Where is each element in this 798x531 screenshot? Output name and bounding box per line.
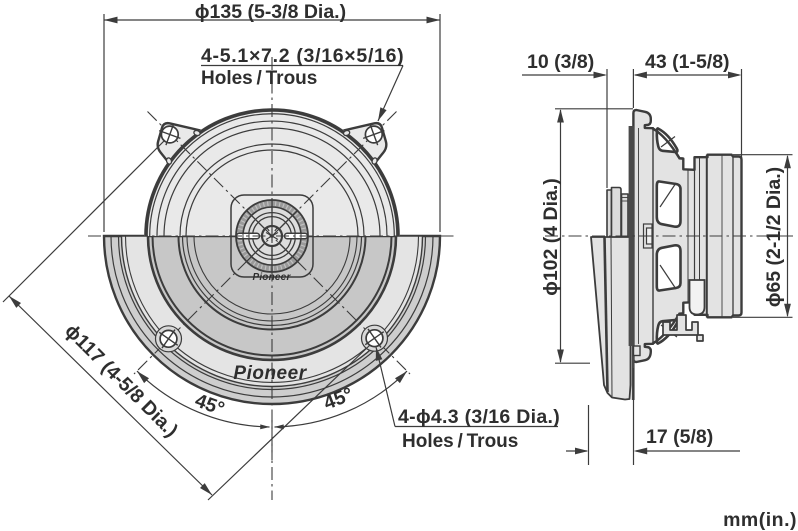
svg-text:ϕ65 (2-1/2 Dia.): ϕ65 (2-1/2 Dia.): [763, 167, 785, 307]
svg-text:Pioneer: Pioneer: [233, 363, 307, 384]
svg-text:17 (5/8): 17 (5/8): [646, 426, 713, 448]
svg-text:Holes / Trous: Holes / Trous: [402, 431, 518, 452]
svg-text:ϕ102 (4 Dia.): ϕ102 (4 Dia.): [540, 178, 562, 296]
svg-text:mm(in.): mm(in.): [723, 509, 797, 531]
svg-text:10 (3/8): 10 (3/8): [527, 51, 594, 73]
svg-text:4-ϕ4.3 (3/16 Dia.): 4-ϕ4.3 (3/16 Dia.): [398, 406, 560, 428]
svg-text:ϕ135 (5-3/8 Dia.): ϕ135 (5-3/8 Dia.): [195, 1, 346, 23]
svg-text:Holes / Trous: Holes / Trous: [201, 68, 317, 89]
svg-text:43 (1-5/8): 43 (1-5/8): [645, 51, 730, 73]
svg-text:4-5.1×7.2 (3/16×5/16): 4-5.1×7.2 (3/16×5/16): [201, 45, 404, 67]
